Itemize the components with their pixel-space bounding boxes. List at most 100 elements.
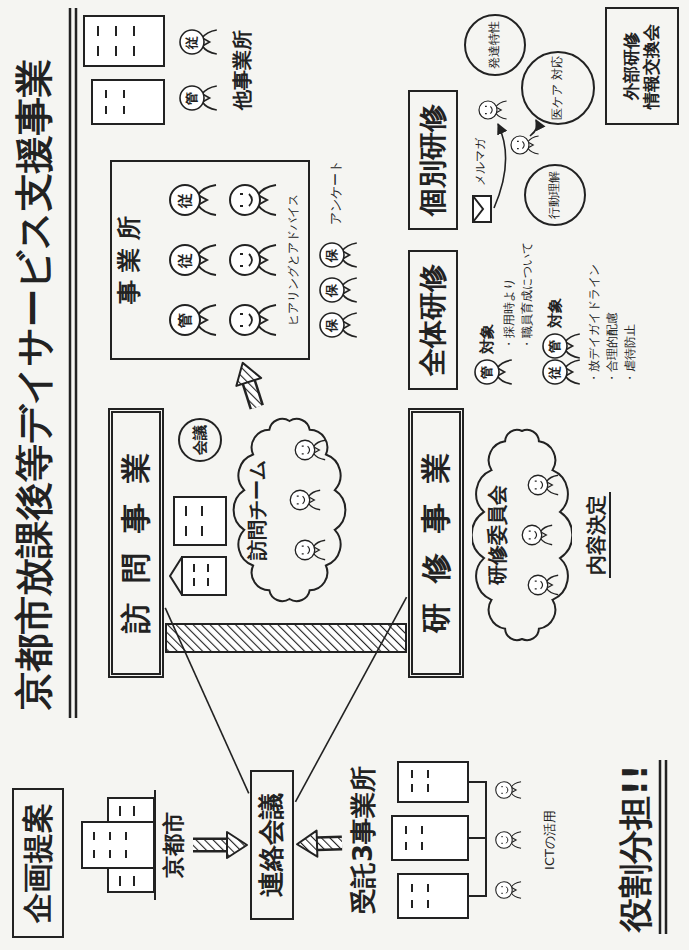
topic-circle <box>522 52 594 124</box>
team-member <box>290 490 320 510</box>
cloud-outline <box>472 430 572 640</box>
arrow-shaft <box>193 840 227 850</box>
band-box: 訪問事業 <box>108 408 164 678</box>
labelled-figure: 京都市 <box>72 785 190 905</box>
underline <box>660 760 666 934</box>
hatched-arrow <box>236 363 261 407</box>
node-text: 受託3事業所 <box>349 766 379 914</box>
node-text: 個別研修 <box>417 104 449 216</box>
parent-figure <box>320 313 357 337</box>
staff-figure <box>170 245 216 275</box>
role-mark: 従 <box>177 193 194 208</box>
contractor-buildings <box>392 762 486 918</box>
node-text: 企画提案 <box>21 803 56 923</box>
role-mark: 管 <box>548 340 562 353</box>
bullet-item: ・放デイガイドライン <box>588 264 601 384</box>
committee-member <box>528 575 558 595</box>
role-mark: 管 <box>185 92 199 105</box>
arrow-head <box>297 831 317 857</box>
child-figure <box>230 245 276 275</box>
process-box: 個別研修 <box>408 90 458 230</box>
role-mark: 保 <box>325 319 339 332</box>
role-mark: 管 <box>480 366 494 379</box>
process-box: 事業所 <box>110 160 310 360</box>
result-note: 内容決定 <box>585 495 607 575</box>
slogan: 役割分担!! <box>617 764 654 931</box>
node-text: 外部研修 <box>622 32 642 100</box>
staff-figure <box>496 782 521 799</box>
cloud-outline <box>234 419 346 601</box>
committee-member <box>528 475 558 495</box>
bullet-item: ・職員育成について <box>521 242 534 350</box>
committee-member <box>522 525 552 545</box>
node-text: 京都市 <box>161 812 186 878</box>
local-facilities <box>170 497 226 595</box>
labelled-figure: 他事業所 <box>78 5 258 135</box>
node-text: 情報交換会 <box>642 24 662 109</box>
staff-figure <box>180 30 217 54</box>
node-text: 研修委員会 <box>486 485 509 585</box>
arrow-shaft <box>193 838 227 853</box>
topic-circle <box>525 165 585 225</box>
target-note: 対象 <box>479 324 496 354</box>
flow-line <box>530 120 537 136</box>
note: アンケート <box>329 160 343 225</box>
connector-line <box>165 608 249 794</box>
manager-figure <box>475 360 512 384</box>
role-mark: 保 <box>325 249 339 262</box>
trainee-figure <box>479 101 507 119</box>
meeting-circle <box>179 419 221 461</box>
circled-note: 会議 <box>192 425 209 455</box>
mail-envelope <box>473 196 491 222</box>
note: ICTの活用 <box>543 810 557 870</box>
team-member <box>295 540 325 560</box>
band-box: 研修事業 <box>408 408 464 678</box>
note: ヒアリングとアドバイス <box>287 194 300 326</box>
target-note: 対象 <box>547 298 564 328</box>
cloud-shape: 研修委員会 <box>472 420 572 650</box>
arrow-shaft <box>249 382 257 407</box>
hatched-arrow <box>193 832 247 858</box>
node-text: 全体研修 <box>417 264 449 376</box>
manager-figure <box>543 334 580 358</box>
child-figure <box>230 305 276 335</box>
role-mark: 従 <box>548 366 562 379</box>
arrow-shaft <box>317 835 342 851</box>
circled-note: 発達特性 <box>488 21 501 69</box>
role-mark: 保 <box>325 284 339 297</box>
arrow-head <box>236 363 261 386</box>
arrow-shaft <box>317 838 342 849</box>
manager-figure <box>170 305 216 335</box>
role-mark: 従 <box>185 36 199 49</box>
node-text: 研修事業 <box>419 433 454 653</box>
staff-figure <box>170 185 216 215</box>
topic-circle <box>465 15 525 75</box>
process-box: 連絡会議 <box>250 770 294 920</box>
bullet-item: ・虐待防止 <box>624 324 637 384</box>
child-figure <box>230 185 276 215</box>
circled-note: 行動理解 <box>548 171 561 219</box>
bullet-item: ・採用時より <box>503 278 516 350</box>
trainee-figure <box>511 136 539 154</box>
parent-figure <box>320 278 357 302</box>
node-text: 事業所 <box>116 208 144 312</box>
node-text: 連絡会議 <box>257 793 287 897</box>
process-box: 企画提案 <box>12 788 64 938</box>
cloud-shape: 訪問チーム <box>232 410 347 610</box>
role-mark: 従 <box>177 253 194 268</box>
node-text: 訪問チーム <box>246 460 269 560</box>
arrow-head <box>227 832 247 858</box>
staff-figure <box>543 360 580 384</box>
staff-figure <box>496 832 521 849</box>
circled-note: 医ケア 対応 <box>551 56 564 120</box>
hatched-link-band <box>166 624 406 652</box>
node-text: 他事業所 <box>231 30 254 110</box>
connector-line <box>165 608 249 794</box>
node-text: 訪問事業 <box>119 433 154 653</box>
process-box: 外部研修情報交換会 <box>605 7 679 125</box>
